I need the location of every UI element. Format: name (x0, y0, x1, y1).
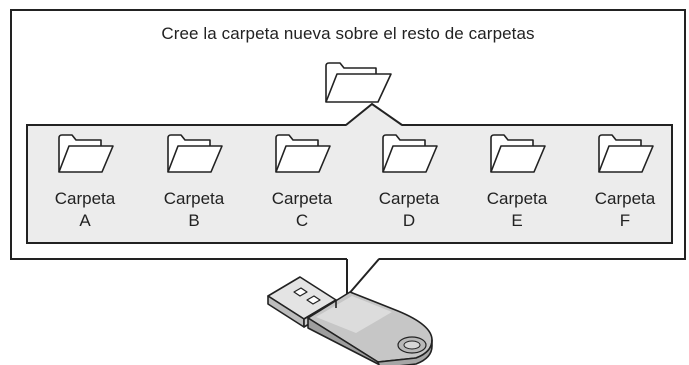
folder-name: Carpeta (594, 189, 656, 208)
folder-name: Carpeta (54, 189, 116, 208)
folder-label: Carpeta A (35, 188, 135, 232)
folder-letter: D (402, 211, 416, 230)
folder-label: Carpeta D (359, 188, 459, 232)
folder-label: Carpeta F (575, 188, 675, 232)
usb-pointer-outline (346, 258, 380, 299)
folder-letter: E (511, 211, 523, 230)
folder-item-e[interactable]: Carpeta E (467, 132, 567, 242)
folder-name: Carpeta (486, 189, 548, 208)
folder-letter: A (79, 211, 91, 230)
caption: Cree la carpeta nueva sobre el resto de … (161, 24, 535, 43)
folder-label: Carpeta E (467, 188, 567, 232)
folder-item-a[interactable]: Carpeta A (35, 132, 135, 242)
usb-flash-drive-icon (267, 276, 433, 365)
folder-letter: C (295, 211, 309, 230)
folder-icon (382, 134, 438, 173)
folder-item-d[interactable]: Carpeta D (359, 132, 459, 242)
folder-item-b[interactable]: Carpeta B (144, 132, 244, 242)
folder-label: Carpeta B (144, 188, 244, 232)
folder-name: Carpeta (163, 189, 225, 208)
folder-icon (167, 134, 223, 173)
folder-label: Carpeta C (252, 188, 352, 232)
folder-letter: B (188, 211, 200, 230)
folder-icon (598, 134, 654, 173)
new-folder-icon (325, 62, 392, 103)
folder-icon (490, 134, 546, 173)
folder-icon (275, 134, 331, 173)
folder-name: Carpeta (378, 189, 440, 208)
folder-letter: F (619, 211, 631, 230)
folder-name: Carpeta (271, 189, 333, 208)
usb-pointer-fill (347, 258, 379, 296)
folder-item-c[interactable]: Carpeta C (252, 132, 352, 242)
folder-panel: Carpeta A Carpeta B Carpeta C (26, 124, 673, 244)
folder-icon (58, 134, 114, 173)
folder-item-f[interactable]: Carpeta F (575, 132, 675, 242)
